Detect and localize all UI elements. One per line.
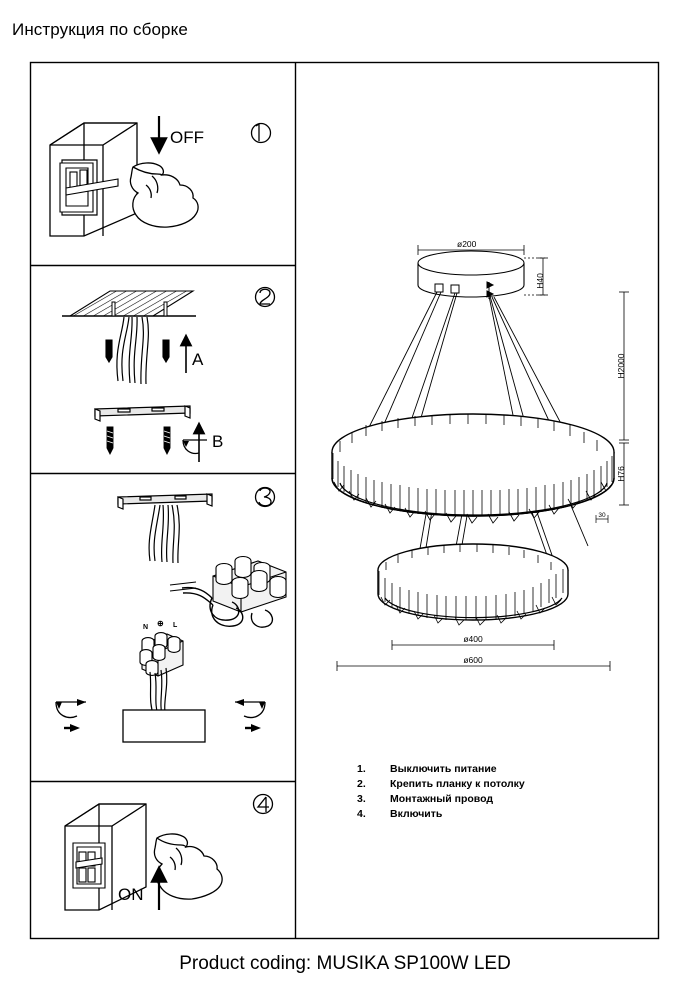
step-4-illustration: ON: [64, 793, 274, 911]
dimension-band-detail: [595, 515, 609, 523]
step-1-state-label: OFF: [170, 128, 204, 147]
step-3-illustration: N ⊕ L: [55, 486, 287, 743]
page-title: Инструкция по сборке: [12, 20, 188, 39]
suspension-height-label: H2000: [616, 353, 626, 378]
band-detail-label: 30: [598, 512, 606, 519]
product-coding-text: Product coding: MUSIKA SP100W LED: [179, 953, 511, 974]
dimension-upper-diameter: [336, 661, 611, 671]
upper-ring-diameter-label: ø600: [463, 655, 483, 665]
list-item-number: 1.: [357, 763, 366, 775]
canopy-diameter-label: ø200: [457, 239, 477, 249]
terminal-block-small: [139, 632, 184, 677]
screw: [106, 426, 171, 456]
list-item-text: Выключить питание: [390, 763, 497, 775]
step-2-illustration: A B: [62, 286, 276, 462]
instruction-list: 1. Выключить питание 2. Крепить планку к…: [357, 763, 525, 820]
step-2-arrow-a-label: A: [192, 350, 204, 369]
terminal-block-large: [212, 555, 287, 613]
terminal-label-live: L: [173, 622, 178, 629]
step-1-illustration: OFF: [49, 116, 272, 237]
chandelier-drawing: ø200 H40: [331, 239, 629, 671]
dimension-upper-ring-height: [619, 442, 629, 506]
list-item-number: 2.: [357, 778, 366, 790]
upper-ring-height-label: H76: [616, 466, 626, 482]
canopy-height-label: H40: [535, 273, 545, 289]
fixture-base: [122, 709, 206, 743]
page-border: [29, 61, 660, 940]
step-4-state-label: ON: [118, 885, 144, 904]
dimension-suspension-height: [619, 291, 629, 441]
mounting-bracket: [94, 405, 191, 422]
dimension-canopy-diameter: [417, 245, 525, 255]
dimension-canopy-height: [524, 257, 548, 296]
wall-anchor: [105, 339, 170, 364]
terminal-label-neutral: N: [143, 624, 148, 631]
terminal-label-earth: ⊕: [157, 619, 164, 628]
lower-ring-diameter-label: ø400: [463, 634, 483, 644]
upper-crystal-ring: [331, 413, 615, 524]
list-item-text: Крепить планку к потолку: [390, 778, 525, 790]
ceiling-canopy: [417, 250, 525, 298]
list-item-text: Включить: [390, 808, 443, 820]
step-2-arrow-b-label: B: [212, 432, 223, 451]
list-item-number: 4.: [357, 808, 366, 820]
dimension-lower-diameter: [391, 640, 555, 650]
list-item-text: Монтажный провод: [390, 793, 493, 805]
lower-crystal-ring: [377, 543, 569, 626]
list-item-number: 3.: [357, 793, 366, 805]
